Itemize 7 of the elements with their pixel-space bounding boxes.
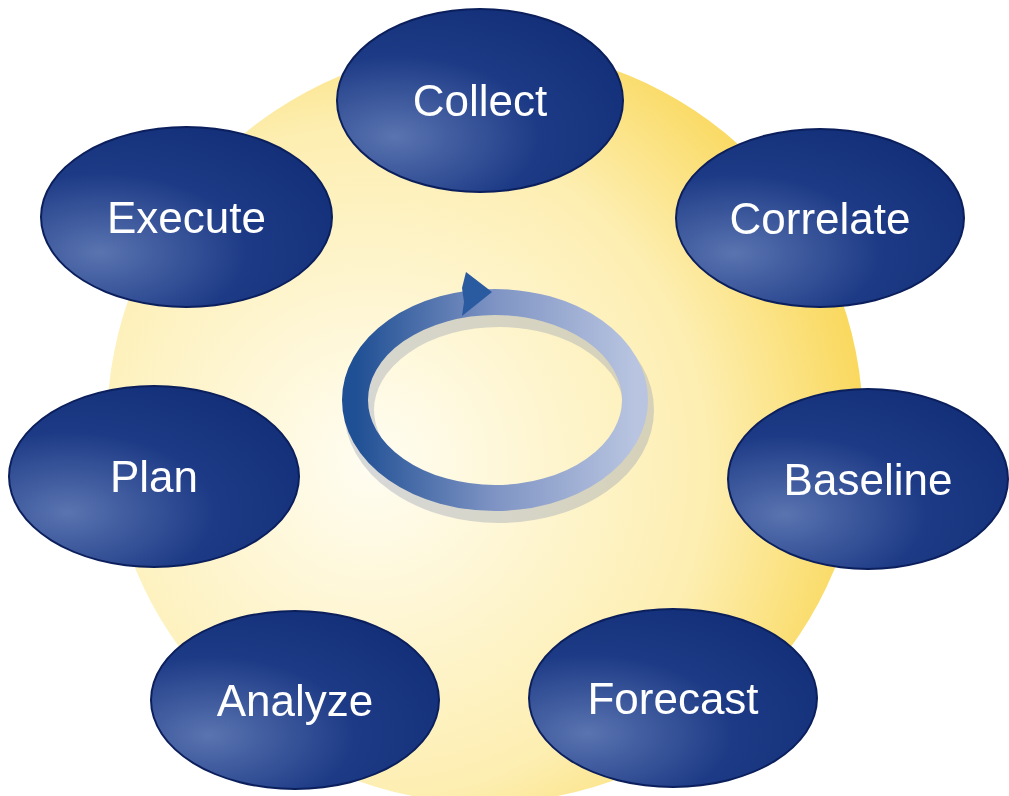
stage-label: Analyze (216, 674, 374, 727)
stage-label: Correlate (729, 192, 911, 245)
stage-label: Baseline (783, 453, 953, 506)
stage-label: Collect (412, 75, 548, 127)
stage-label: Execute (107, 191, 266, 244)
stage-label: Plan (109, 451, 199, 503)
stage-label: Forecast (587, 672, 759, 725)
